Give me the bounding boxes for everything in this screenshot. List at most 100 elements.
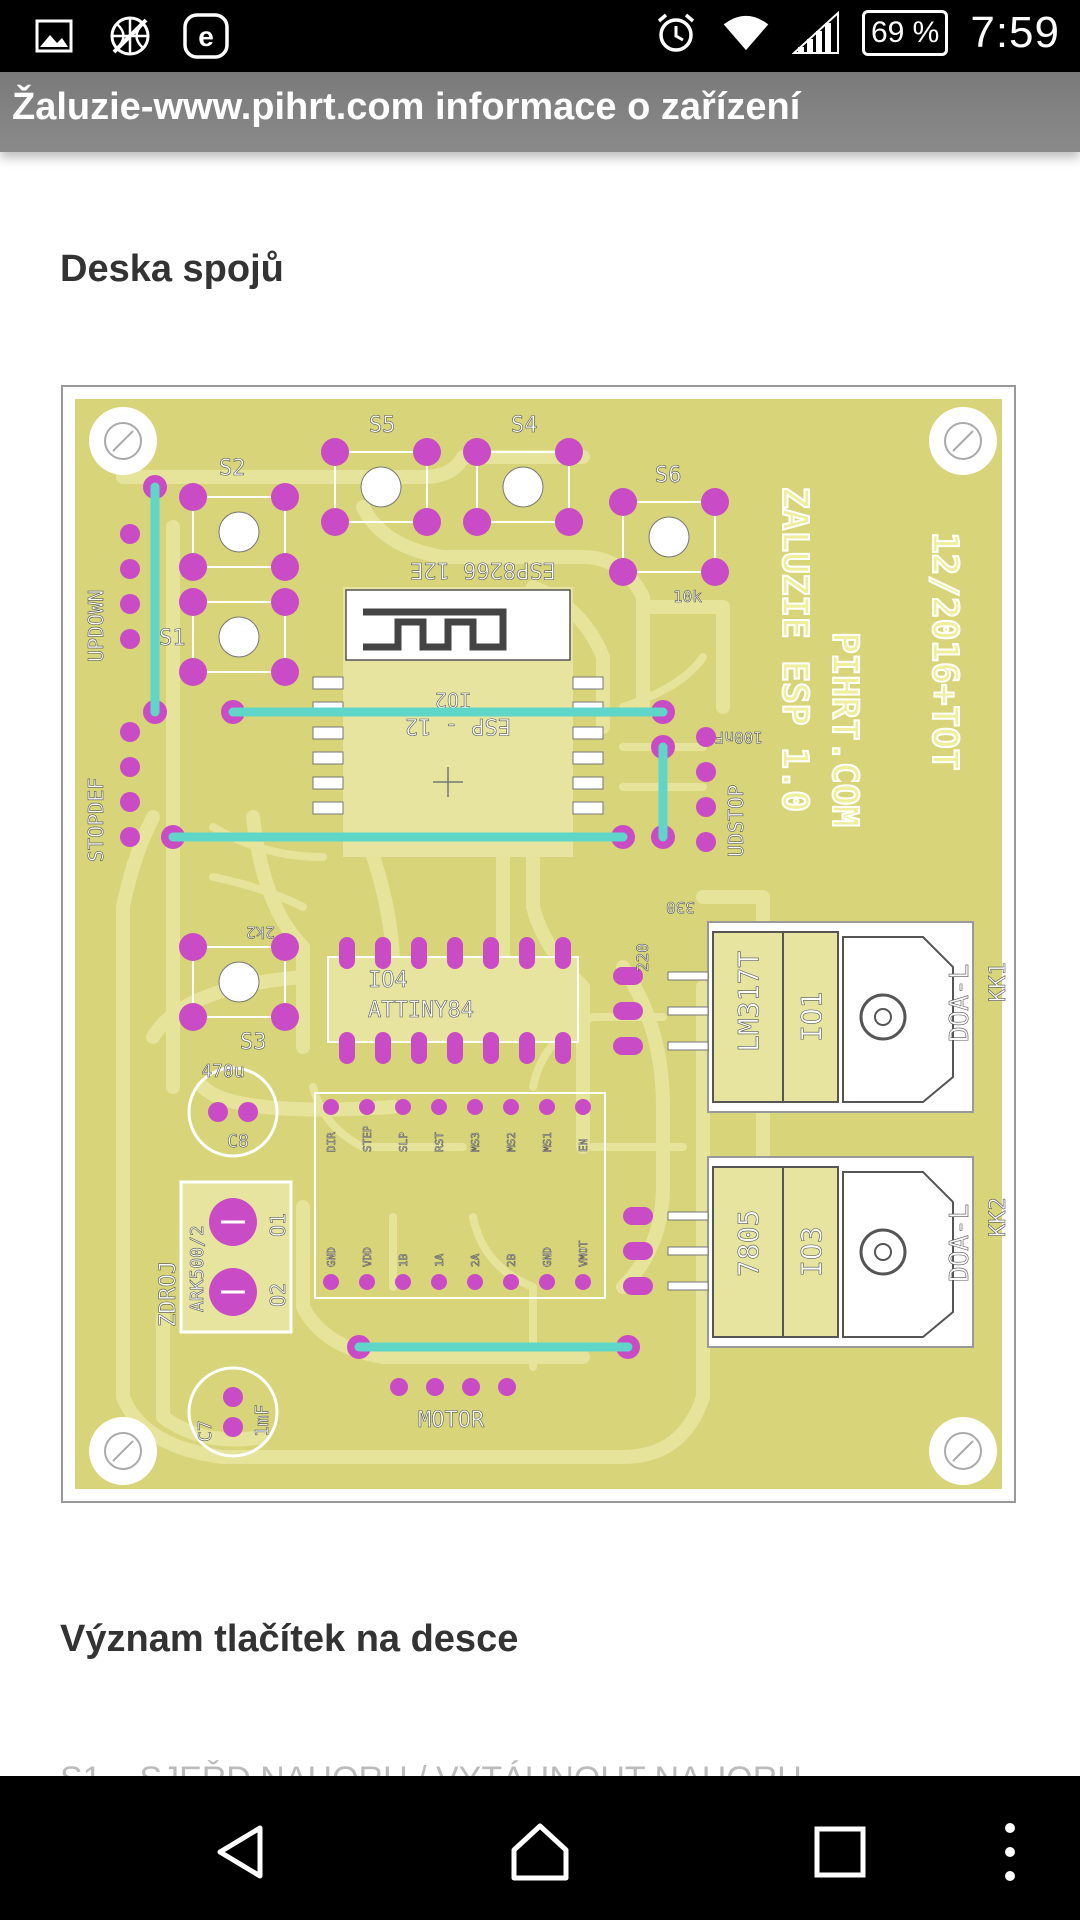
status-bar: e 69 % 7:59 (0, 0, 1080, 72)
pcb-image: .silk { font-family:"DejaVu Sans Mono", … (61, 385, 1016, 1503)
navigation-bar (0, 1776, 1080, 1920)
switch-s5 (321, 438, 441, 536)
app-bar: Žaluzie-www.pihrt.com informace o zaříze… (0, 72, 1080, 152)
label-o2: O2 (266, 1283, 290, 1307)
label-o1: O1 (266, 1213, 290, 1237)
label-motor: MOTOR (418, 1408, 485, 1433)
driver-pin-label-bottom: 1A (433, 1253, 446, 1267)
battery-indicator: 69 % (861, 10, 949, 56)
label-c7v: 1mF (252, 1404, 273, 1437)
label-r330: 330 (666, 898, 695, 917)
label-s4: S4 (511, 413, 538, 438)
label-c7: C7 (195, 1420, 216, 1442)
home-button[interactable] (500, 1812, 580, 1892)
driver-pin-label-bottom: VDD (361, 1247, 374, 1267)
driver-pin-label-bottom: 2B (505, 1253, 518, 1267)
menu-icon (1005, 1823, 1015, 1881)
switch-s3 (179, 933, 299, 1031)
svg-text:e: e (198, 21, 214, 52)
pcb-layout-drawing: .silk { font-family:"DejaVu Sans Mono", … (75, 399, 1012, 1489)
label-stopdef: STOPDEF (84, 778, 108, 862)
back-icon (217, 1825, 263, 1879)
status-left: e (30, 12, 230, 60)
label-c8v: 470u (201, 1061, 244, 1082)
regulator-io1: LM317T IO1 DOA-L (667, 921, 975, 1113)
attiny-chip: IO4 ATTINY84 (327, 937, 579, 1064)
label-s2: S2 (219, 456, 246, 481)
label-attiny: ATTINY84 (368, 998, 474, 1023)
label-esp12: ESP - 12 (405, 713, 511, 738)
section-heading-pcb: Deska spojů (60, 248, 284, 290)
driver-pin-label-top: EN (577, 1139, 590, 1152)
switch-s1 (179, 588, 299, 686)
signal-icon (791, 9, 840, 57)
label-io1: IO1 (795, 991, 828, 1042)
browser-e-icon: e (182, 12, 230, 60)
recents-button[interactable] (800, 1812, 880, 1892)
driver-pin-label-bottom: VMOT (577, 1240, 590, 1267)
label-s1: S1 (159, 626, 186, 651)
capacitor-c7: C7 1mF (187, 1366, 279, 1458)
esp-module: ESP8266 12E IO2 ESP - 12 (312, 557, 604, 857)
label-7805: 7805 (732, 1210, 765, 1277)
label-r2k2: 2k2 (246, 923, 275, 942)
label-zdroj: ZDROJ (156, 1261, 181, 1327)
clock: 7:59 (970, 8, 1060, 57)
power-connector: ZDROJ ARK500/2 O1 O2 (156, 1180, 293, 1334)
wifi-icon (722, 9, 770, 57)
label-doa2: DOA-L (945, 1204, 975, 1282)
label-esp-top: ESP8266 12E (410, 557, 556, 582)
alarm-icon (652, 9, 700, 57)
label-updown: UPDOWN (84, 590, 108, 662)
recents-icon (814, 1826, 866, 1878)
label-kk2: KK2 (986, 1197, 1011, 1237)
driver-pin-label-bottom: GND (325, 1247, 338, 1267)
mounting-holes (89, 407, 997, 1485)
home-icon (511, 1823, 569, 1881)
driver-pin-label-bottom: 2A (469, 1253, 482, 1267)
label-r100n: 100nF (715, 728, 763, 747)
label-ark: ARK500/2 (187, 1225, 208, 1312)
no-network-icon (106, 12, 154, 60)
section-heading-buttons: Význam tlačítek na desce (60, 1618, 519, 1660)
driver-pin-label-top: SLP (397, 1132, 410, 1152)
label-r220: 220 (633, 943, 652, 972)
label-c8: C8 (227, 1131, 249, 1152)
driver-pin-labels: DIR STEP SLP RST MS3 MS2 MS1 EN GND VDD 1B 1A 2A 2B GN… (325, 1125, 591, 1267)
label-doa1: DOA-L (945, 964, 975, 1042)
label-kk1: KK1 (986, 962, 1011, 1002)
driver-pin-label-top: STEP (361, 1125, 374, 1152)
driver-pin-label-top: DIR (325, 1132, 338, 1152)
driver-pin-label-top: MS2 (505, 1132, 518, 1152)
header-pins (120, 475, 716, 1396)
silkscreen-labels: S2 S1 S3 S5 S4 S6 UPDOWN STOPDEF UDSTOP … (84, 413, 1012, 1434)
label-io4: IO4 (368, 968, 408, 993)
switch-s2 (179, 483, 299, 581)
label-udstop: UDSTOP (724, 785, 748, 857)
label-s6: S6 (655, 463, 682, 488)
capacitor-c8: 470u C8 (187, 1061, 279, 1158)
label-title2: PIHRT.COM (824, 632, 865, 827)
menu-button[interactable] (980, 1812, 1040, 1892)
driver-pin-label-bottom: GND (541, 1247, 554, 1267)
driver-pin-label-top: MS1 (541, 1132, 554, 1152)
label-r10k: 10k (673, 587, 702, 606)
driver-pin-label-bottom: 1B (397, 1253, 410, 1267)
label-date: 12/2016+TOT (924, 532, 965, 770)
regulator-io3: 7805 IO3 DOA-L (667, 1156, 975, 1348)
label-s5: S5 (369, 413, 396, 438)
label-s3: S3 (240, 1030, 267, 1055)
switch-s6 (609, 488, 729, 586)
image-icon (30, 12, 78, 60)
motor-driver (314, 1092, 606, 1299)
switch-s4 (463, 438, 583, 536)
label-io3: IO3 (795, 1226, 828, 1277)
app-bar-title: Žaluzie-www.pihrt.com informace o zaříze… (12, 86, 801, 128)
label-lm317: LM317T (732, 951, 765, 1052)
label-title1: ZALUZIE ESP 1.0 (774, 487, 815, 812)
driver-pin-label-top: MS3 (469, 1132, 482, 1152)
jumper-wires (150, 482, 668, 1352)
status-right: 69 % 7:59 (652, 8, 1060, 58)
back-button[interactable] (200, 1812, 280, 1892)
driver-pin-label-top: RST (433, 1132, 446, 1152)
